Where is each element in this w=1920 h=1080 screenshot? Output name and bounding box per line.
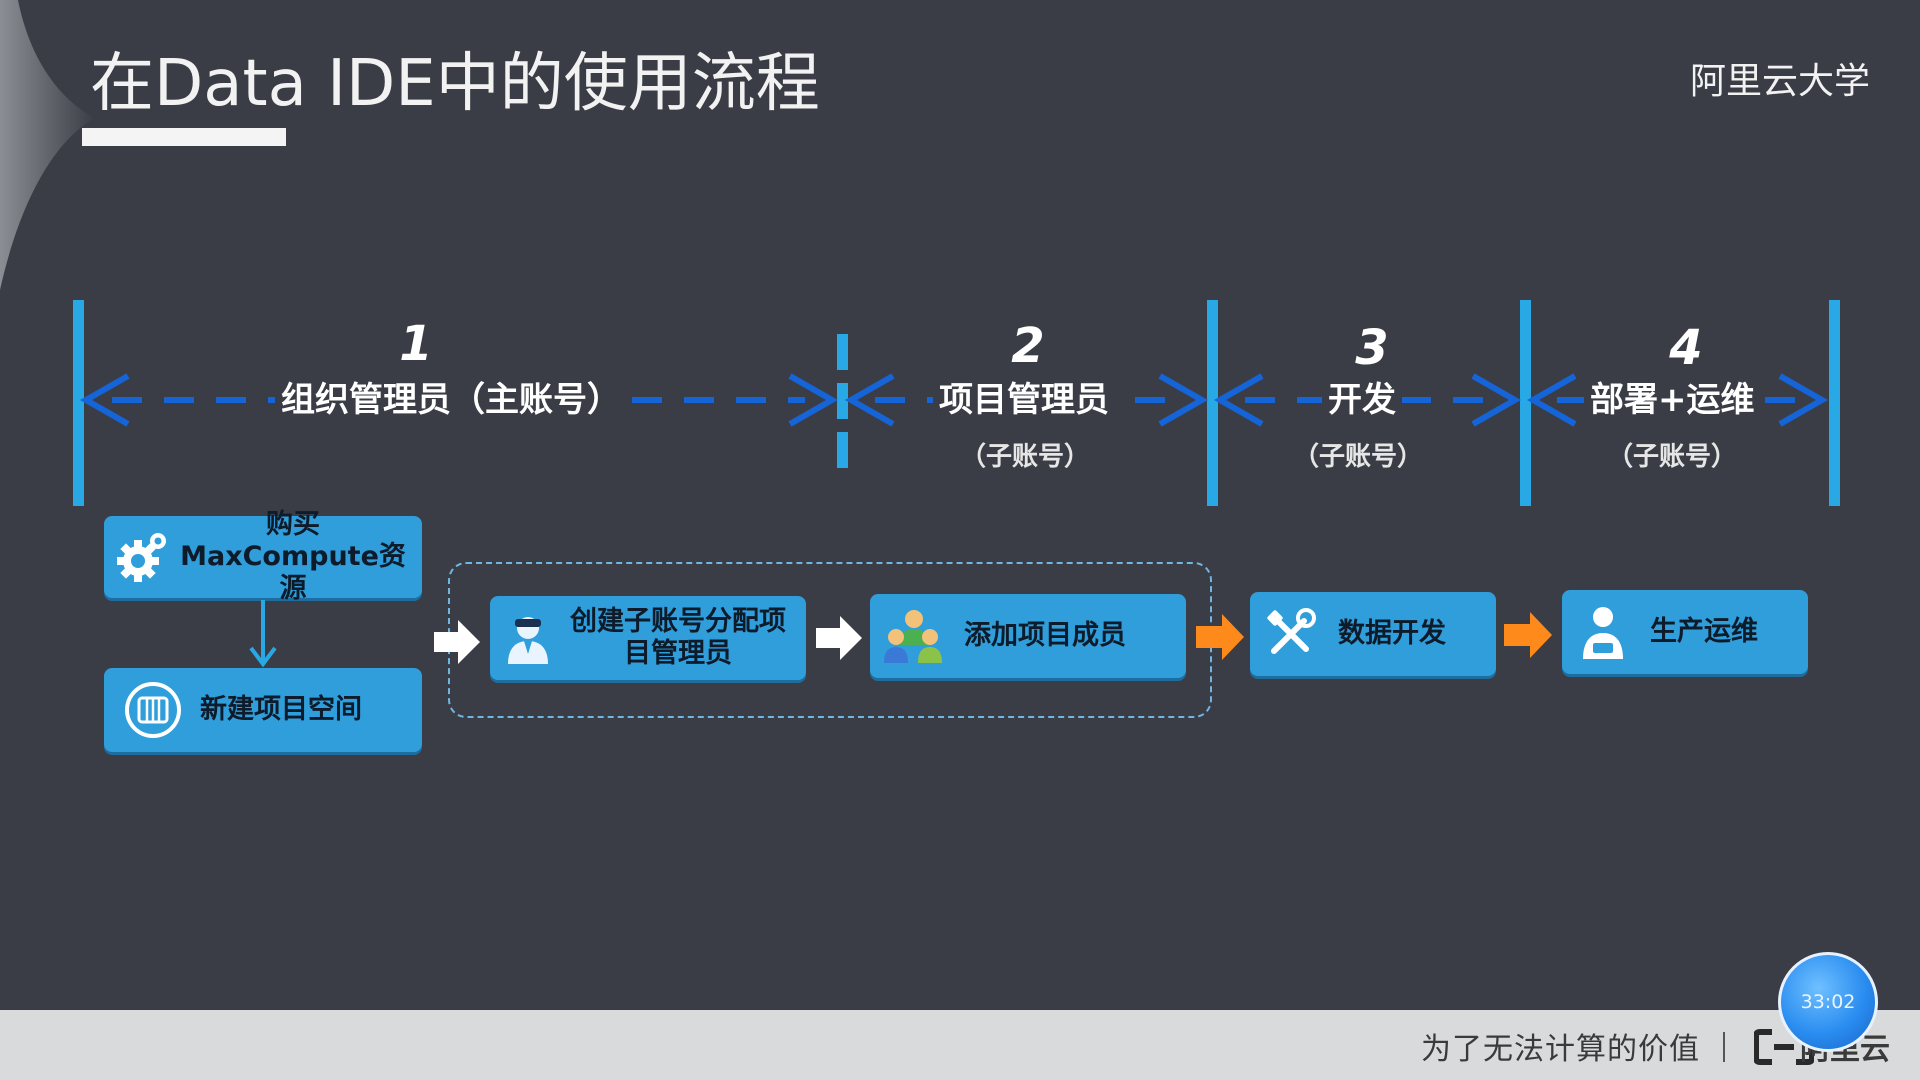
footer-divider bbox=[1723, 1032, 1725, 1062]
flow-arrow-orange bbox=[1196, 614, 1244, 660]
create-project-step[interactable]: 新建项目空间 bbox=[104, 668, 422, 752]
stage-4-subtitle: （子账号） bbox=[1607, 442, 1738, 472]
down-arrow bbox=[249, 600, 277, 668]
tools-icon bbox=[1260, 607, 1322, 661]
stage-3-number: 3 bbox=[1355, 320, 1389, 376]
stage-4-role: 部署+运维 bbox=[1584, 378, 1761, 422]
stage-4-number: 4 bbox=[1669, 320, 1703, 376]
slide-title: 在Data IDE中的使用流程 bbox=[90, 47, 820, 121]
footer-bar: 为了无法计算的价值 阿里云 bbox=[0, 1010, 1920, 1080]
stage-2-subtitle: （子账号） bbox=[960, 442, 1091, 472]
admin-user-icon bbox=[498, 610, 558, 666]
buy-resource-step[interactable]: 购买 MaxCompute资源 bbox=[104, 509, 422, 604]
team-icon bbox=[878, 605, 946, 667]
stage-3-subtitle: （子账号） bbox=[1293, 442, 1424, 472]
create-subaccount-label: 创建子账号分配项 目管理员 bbox=[558, 606, 798, 670]
timeline-boundary bbox=[1520, 300, 1531, 506]
timeline-boundary bbox=[837, 432, 848, 468]
create-project-label: 新建项目空间 bbox=[200, 694, 362, 725]
title-underline bbox=[82, 128, 286, 146]
data-development-step[interactable]: 数据开发 bbox=[1250, 592, 1496, 676]
flow-arrow bbox=[434, 620, 480, 664]
corner-swoosh-decoration bbox=[0, 0, 95, 290]
timeline-boundary bbox=[1207, 300, 1218, 506]
timer-badge[interactable]: 33:02 bbox=[1778, 952, 1878, 1052]
stage-2-role: 项目管理员 bbox=[933, 378, 1115, 422]
add-members-label: 添加项目成员 bbox=[964, 620, 1126, 651]
create-subaccount-step[interactable]: 创建子账号分配项 目管理员 bbox=[490, 596, 806, 680]
flow-arrow bbox=[816, 616, 862, 660]
timeline-boundary bbox=[1829, 300, 1840, 506]
production-ops-label: 生产运维 bbox=[1650, 616, 1758, 647]
brand-name: 阿里云大学 bbox=[1689, 61, 1870, 102]
buy-resource-label: 购买 MaxCompute资源 bbox=[174, 509, 412, 605]
data-development-label: 数据开发 bbox=[1338, 618, 1446, 649]
flow-arrow-orange bbox=[1504, 612, 1552, 658]
operator-icon bbox=[1572, 603, 1634, 661]
stage-1-role: 组织管理员（主账号） bbox=[275, 378, 627, 422]
add-members-step[interactable]: 添加项目成员 bbox=[870, 594, 1186, 678]
buy-resource-line-2: MaxCompute资源 bbox=[180, 541, 406, 604]
stage-1-number: 1 bbox=[399, 316, 433, 372]
footer-slogan: 为了无法计算的价值 bbox=[1421, 1032, 1700, 1067]
buy-resource-line-1: 购买 bbox=[266, 509, 320, 540]
project-space-icon bbox=[118, 681, 188, 739]
create-subaccount-line-1: 创建子账号分配项 bbox=[570, 606, 786, 637]
timeline-boundary bbox=[837, 383, 848, 419]
stage-2-number: 2 bbox=[1011, 318, 1045, 374]
production-ops-step[interactable]: 生产运维 bbox=[1562, 590, 1808, 674]
create-subaccount-line-2: 目管理员 bbox=[624, 638, 732, 669]
timeline-boundary bbox=[837, 334, 848, 370]
stage-3-role: 开发 bbox=[1322, 378, 1402, 422]
timeline-boundary bbox=[73, 300, 84, 506]
gears-icon bbox=[114, 529, 174, 585]
